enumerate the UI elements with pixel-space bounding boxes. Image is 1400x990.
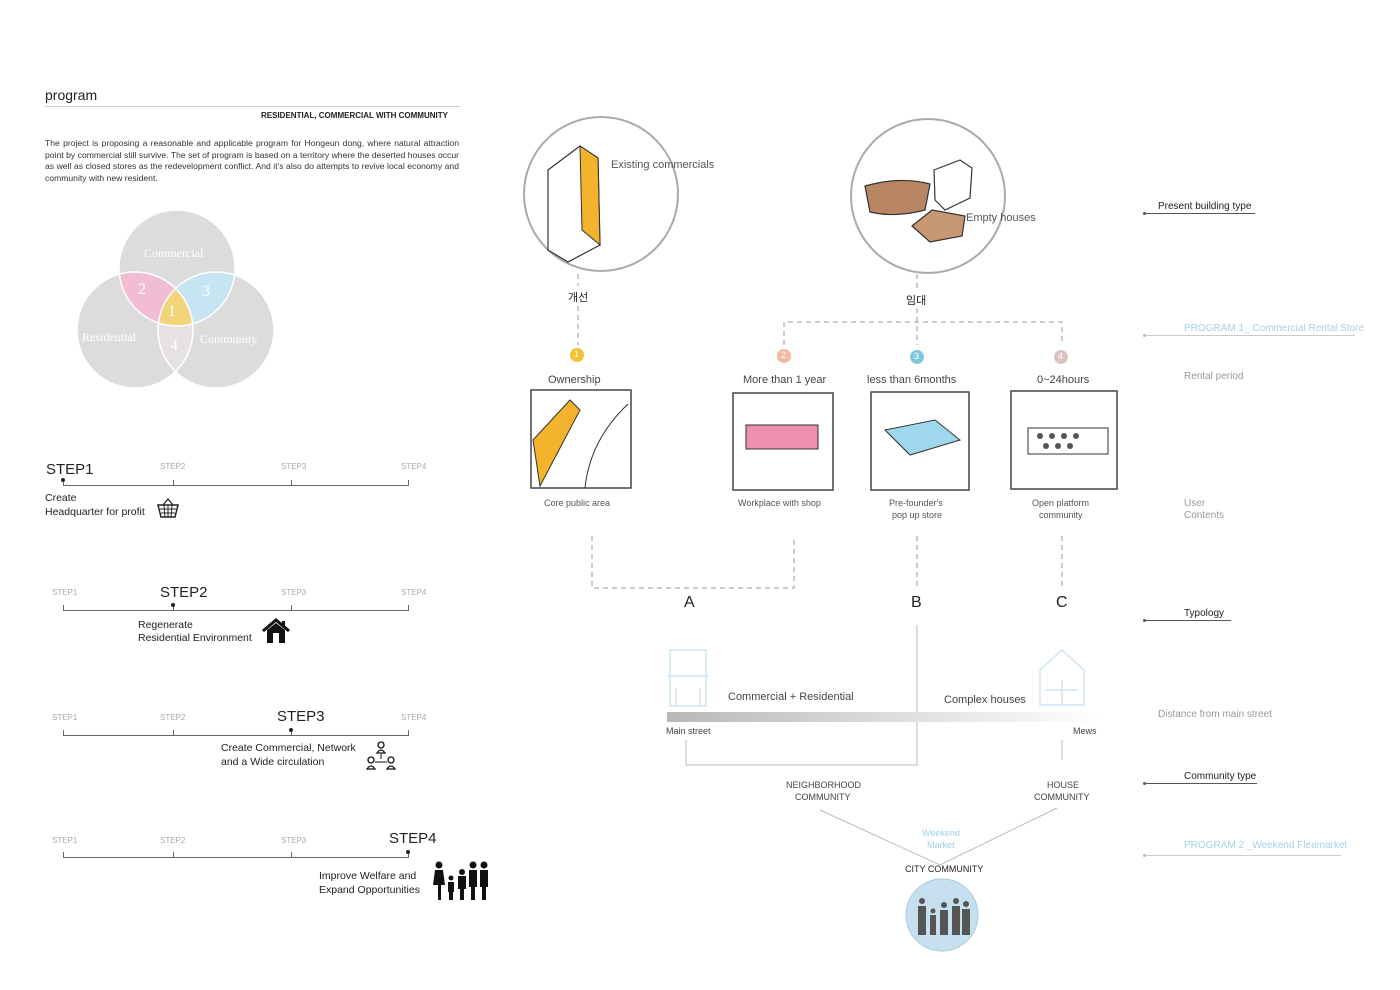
num4-label: 4 bbox=[1058, 351, 1064, 361]
step1-label-step4: STEP4 bbox=[401, 462, 427, 471]
use-open-platform-1: Open platform bbox=[1032, 498, 1090, 508]
step1-label-step3: STEP3 bbox=[281, 462, 307, 471]
legend-rental-period: Rental period bbox=[1184, 371, 1244, 382]
subtitle: RESIDENTIAL, COMMERCIAL WITH COMMUNITY bbox=[261, 111, 448, 120]
step4-text-1: Improve Welfare and bbox=[319, 870, 417, 882]
empty-houses-label: Empty houses bbox=[966, 212, 1036, 224]
step3-title: STEP3 bbox=[277, 708, 325, 725]
commercial-residential-label: Commercial + Residential bbox=[728, 691, 854, 703]
typology-a: A bbox=[684, 594, 695, 611]
legend-present-building-type: Present building type bbox=[1158, 201, 1252, 212]
description: The project is proposing a reasonable an… bbox=[45, 138, 459, 183]
city-community-circle bbox=[905, 878, 979, 952]
use-workplace-with-shop: Workplace with shop bbox=[738, 498, 821, 508]
existing-commercials-circle bbox=[523, 116, 679, 272]
venn-label-community: Community bbox=[200, 332, 258, 346]
period-more-than-1-year: More than 1 year bbox=[743, 374, 827, 386]
step1-text-1: Create bbox=[45, 492, 77, 504]
main-street-label: Main street bbox=[666, 726, 711, 736]
korean-label-improve: 개선 bbox=[568, 292, 589, 304]
existing-commercials-label: Existing commercials bbox=[611, 159, 715, 171]
complex-houses-label: Complex houses bbox=[944, 694, 1026, 706]
venn-number-4: 4 bbox=[170, 337, 178, 354]
network-icon bbox=[366, 741, 396, 770]
legend-community-type: Community type bbox=[1184, 771, 1257, 782]
use-prefounder-2: pop up store bbox=[892, 510, 943, 520]
step4-text-2: Expand Opportunities bbox=[319, 884, 420, 896]
num2-label: 2 bbox=[781, 350, 787, 360]
step2-title: STEP2 bbox=[160, 584, 208, 601]
neighborhood-community-2: COMMUNITY bbox=[795, 792, 851, 802]
step3-text-1: Create Commercial, Network bbox=[221, 742, 356, 754]
step1-title: STEP1 bbox=[46, 461, 94, 478]
step2-timeline bbox=[63, 610, 409, 611]
step4-marker bbox=[406, 850, 410, 854]
popup-panel bbox=[870, 391, 970, 491]
family-icon bbox=[433, 861, 488, 900]
step3-timeline bbox=[63, 735, 409, 736]
empty-houses-circle bbox=[850, 118, 1006, 274]
house-community-2: COMMUNITY bbox=[1034, 792, 1090, 802]
legend-contents: Contents bbox=[1184, 510, 1225, 521]
step4-label-step3: STEP3 bbox=[281, 836, 307, 845]
period-ownership: Ownership bbox=[548, 374, 601, 386]
venn-number-3: 3 bbox=[202, 283, 210, 300]
ownership-panel bbox=[530, 389, 632, 489]
venn-label-commercial: Commercial bbox=[144, 246, 204, 260]
use-prefounder-1: Pre-founder's bbox=[889, 498, 943, 508]
period-less-than-6months: less than 6months bbox=[867, 374, 957, 386]
neighborhood-community-1: NEIGHBORHOOD bbox=[786, 780, 862, 790]
num3-label: 3 bbox=[914, 351, 920, 361]
step4-title: STEP4 bbox=[389, 830, 437, 847]
step3-marker bbox=[289, 728, 293, 732]
use-open-platform-2: community bbox=[1039, 510, 1083, 520]
title-rule bbox=[45, 106, 460, 107]
step2-label-step3: STEP3 bbox=[281, 588, 307, 597]
house-icon bbox=[262, 618, 290, 643]
platform-panel bbox=[1010, 390, 1118, 490]
period-0-24hours: 0~24hours bbox=[1037, 374, 1090, 386]
step4-label-step2: STEP2 bbox=[160, 836, 186, 845]
step1-label-step2: STEP2 bbox=[160, 462, 186, 471]
step2-label-step4: STEP4 bbox=[401, 588, 427, 597]
house-community-1: HOUSE bbox=[1047, 780, 1080, 790]
step2-text-1: Regenerate bbox=[138, 619, 193, 631]
venn-number-2: 2 bbox=[138, 281, 146, 298]
typology-c: C bbox=[1056, 594, 1068, 611]
distance-gradient-bar bbox=[667, 712, 1104, 722]
city-community-label: CITY COMMUNITY bbox=[905, 864, 984, 874]
use-core-public-area: Core public area bbox=[544, 498, 611, 508]
workplace-panel bbox=[732, 392, 834, 491]
korean-label-rent: 임대 bbox=[906, 295, 927, 307]
step4-timeline bbox=[63, 857, 409, 858]
legend-distance: Distance from main street bbox=[1158, 709, 1272, 720]
page-title: program bbox=[45, 87, 98, 103]
step2-text-2: Residential Environment bbox=[138, 632, 252, 644]
weekend-market-2: Market bbox=[927, 840, 955, 850]
step1-marker bbox=[61, 478, 65, 482]
venn-label-residential: Residential bbox=[82, 330, 136, 344]
step2-marker bbox=[171, 603, 175, 607]
mews-label: Mews bbox=[1073, 726, 1097, 736]
legend-program2: PROGRAM 2 _Weekend Fleamarket bbox=[1184, 840, 1348, 851]
typology-b: B bbox=[911, 594, 922, 611]
step3-label-step1: STEP1 bbox=[52, 713, 78, 722]
step3-text-2: and a Wide circulation bbox=[221, 756, 325, 768]
num1-label: 1 bbox=[574, 349, 580, 359]
legend-typology: Typology bbox=[1184, 608, 1225, 619]
legend-user: User bbox=[1184, 498, 1206, 509]
step1-timeline bbox=[63, 485, 409, 486]
basket-icon bbox=[157, 497, 179, 518]
step2-label-step1: STEP1 bbox=[52, 588, 78, 597]
weekend-market-1: Weekend bbox=[922, 828, 960, 838]
legend-program1: PROGRAM 1_ Commercial Rental Store bbox=[1184, 323, 1365, 334]
venn-community-circle bbox=[158, 272, 274, 388]
step3-label-step4: STEP4 bbox=[401, 713, 427, 722]
step3-label-step2: STEP2 bbox=[160, 713, 186, 722]
venn-number-1: 1 bbox=[168, 303, 176, 320]
venn-commercial-circle bbox=[119, 210, 235, 326]
step4-label-step1: STEP1 bbox=[52, 836, 78, 845]
step1-text-2: Headquarter for profit bbox=[45, 506, 145, 518]
